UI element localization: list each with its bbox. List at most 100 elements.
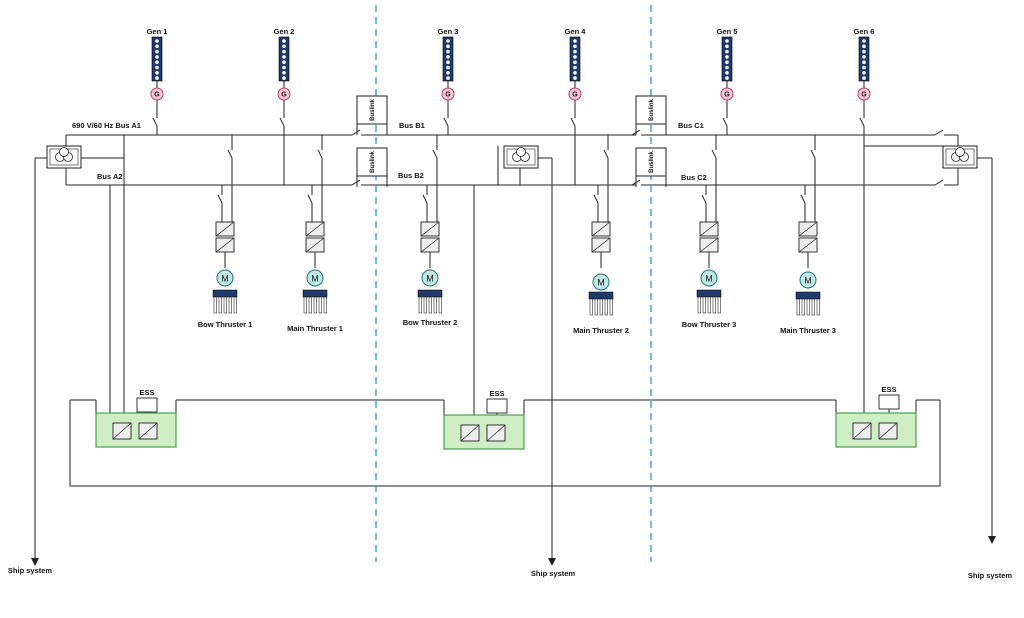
generator-symbol: G xyxy=(281,92,287,99)
generator-switch xyxy=(443,117,449,127)
generator-icon xyxy=(277,87,291,101)
thruster-blade xyxy=(589,298,593,316)
converter-diagonal xyxy=(591,237,611,253)
generator-stack xyxy=(278,36,290,82)
generator-stack xyxy=(858,36,870,82)
generator-stack-dot xyxy=(155,71,159,75)
thruster-switch xyxy=(432,149,438,159)
buslink-label: Buslink xyxy=(370,151,376,173)
ess-label: ESS xyxy=(139,388,154,397)
generator-stack-dot xyxy=(725,44,729,49)
generator-stack-dot xyxy=(862,44,866,49)
thruster-label: Bow Thruster 1 xyxy=(198,320,253,329)
generator-stack-dot xyxy=(862,39,866,43)
generator-switch xyxy=(152,117,158,127)
generator-stack-dot xyxy=(155,49,159,54)
thruster-blade xyxy=(599,298,603,316)
motor-symbol: M xyxy=(221,274,229,284)
generator-symbol: G xyxy=(861,92,867,99)
generator-stack-dot xyxy=(446,55,450,59)
ess-label: ESS xyxy=(489,389,504,398)
generator-stack-dot xyxy=(446,76,450,80)
generator-label: Gen 2 xyxy=(274,27,295,36)
bus-switch xyxy=(351,129,361,136)
converter-diagonal xyxy=(460,424,480,442)
thruster-blade xyxy=(816,298,820,316)
generator-stack-dot xyxy=(446,71,450,75)
generator-stack-dot xyxy=(862,60,866,64)
bus-b1-label: Bus B1 xyxy=(399,121,425,130)
thruster-blade xyxy=(213,296,217,314)
thruster-blade xyxy=(806,298,810,316)
converter-diagonal xyxy=(852,422,872,440)
converter-diagonal xyxy=(591,221,611,237)
generator-icon xyxy=(568,87,582,101)
ship-system-label-a: Ship system xyxy=(8,566,53,575)
motor-symbol: M xyxy=(705,274,713,284)
generator-stack-dot xyxy=(155,65,159,70)
generator-stack-dot xyxy=(725,49,729,54)
thruster-blade xyxy=(313,296,317,314)
ship-system-label-b: Ship system xyxy=(531,569,576,578)
generator-stack-dot xyxy=(155,44,159,49)
generator-icon xyxy=(150,87,164,101)
generator-stack-dot xyxy=(725,39,729,43)
motor-icon xyxy=(799,271,817,289)
thruster-blade xyxy=(318,296,322,314)
thruster-switch xyxy=(701,194,707,204)
converter-diagonal xyxy=(112,422,132,440)
buslink-label: Buslink xyxy=(649,99,655,121)
thruster-blade xyxy=(707,296,711,314)
generator-label: Gen 6 xyxy=(854,27,875,36)
buslink-box xyxy=(635,95,667,125)
buslink-label: Buslink xyxy=(649,151,655,173)
ship-system-label-c: Ship system xyxy=(968,571,1013,580)
bus-a1-label: 690 V/60 Hz Bus A1 xyxy=(72,121,141,130)
converter-diagonal xyxy=(420,221,440,237)
thruster-blade xyxy=(233,296,237,314)
thruster-switch xyxy=(307,194,313,204)
ess-label: ESS xyxy=(881,385,896,394)
generator-symbol: G xyxy=(445,92,451,99)
bus-a2-label: Bus A2 xyxy=(97,172,123,181)
generator-stack-dot xyxy=(446,44,450,49)
generator-stack-dot xyxy=(446,49,450,54)
components xyxy=(46,5,978,562)
generator-label: Gen 3 xyxy=(438,27,459,36)
generator-stack-dot xyxy=(725,71,729,75)
thruster-blade xyxy=(811,298,815,316)
thruster-switch xyxy=(422,194,428,204)
generator-stack-dot xyxy=(862,76,866,80)
thruster-blade xyxy=(218,296,222,314)
generator-stack-dot xyxy=(573,71,577,75)
thruster-blade xyxy=(594,298,598,316)
generator-stack-dot xyxy=(282,44,286,49)
thruster-switch xyxy=(603,149,609,159)
converter-diagonal xyxy=(305,221,325,237)
generator-label: Gen 1 xyxy=(147,27,168,36)
buslink-box xyxy=(356,147,388,177)
thruster-blade xyxy=(323,296,327,314)
converter-diagonal xyxy=(138,422,158,440)
motor-icon xyxy=(216,269,234,287)
battery-icon xyxy=(136,397,158,413)
generator-stack-dot xyxy=(862,49,866,54)
thruster-switch xyxy=(317,149,323,159)
generator-stack-dot xyxy=(573,76,577,80)
motor-icon xyxy=(700,269,718,287)
generator-stack-dot xyxy=(725,55,729,59)
generator-stack-dot xyxy=(573,65,577,70)
generator-stack-dot xyxy=(446,39,450,43)
generator-symbol: G xyxy=(154,92,160,99)
transformer-coil xyxy=(955,147,965,157)
bus-switch xyxy=(351,179,361,186)
thruster-unit xyxy=(212,289,238,298)
thruster-switch xyxy=(227,149,233,159)
thruster-label: Bow Thruster 2 xyxy=(403,318,458,327)
generator-label: Gen 4 xyxy=(565,27,587,36)
thruster-blade xyxy=(438,296,442,314)
buslink-box xyxy=(635,147,667,177)
thruster-blade xyxy=(308,296,312,314)
thruster-blade xyxy=(418,296,422,314)
